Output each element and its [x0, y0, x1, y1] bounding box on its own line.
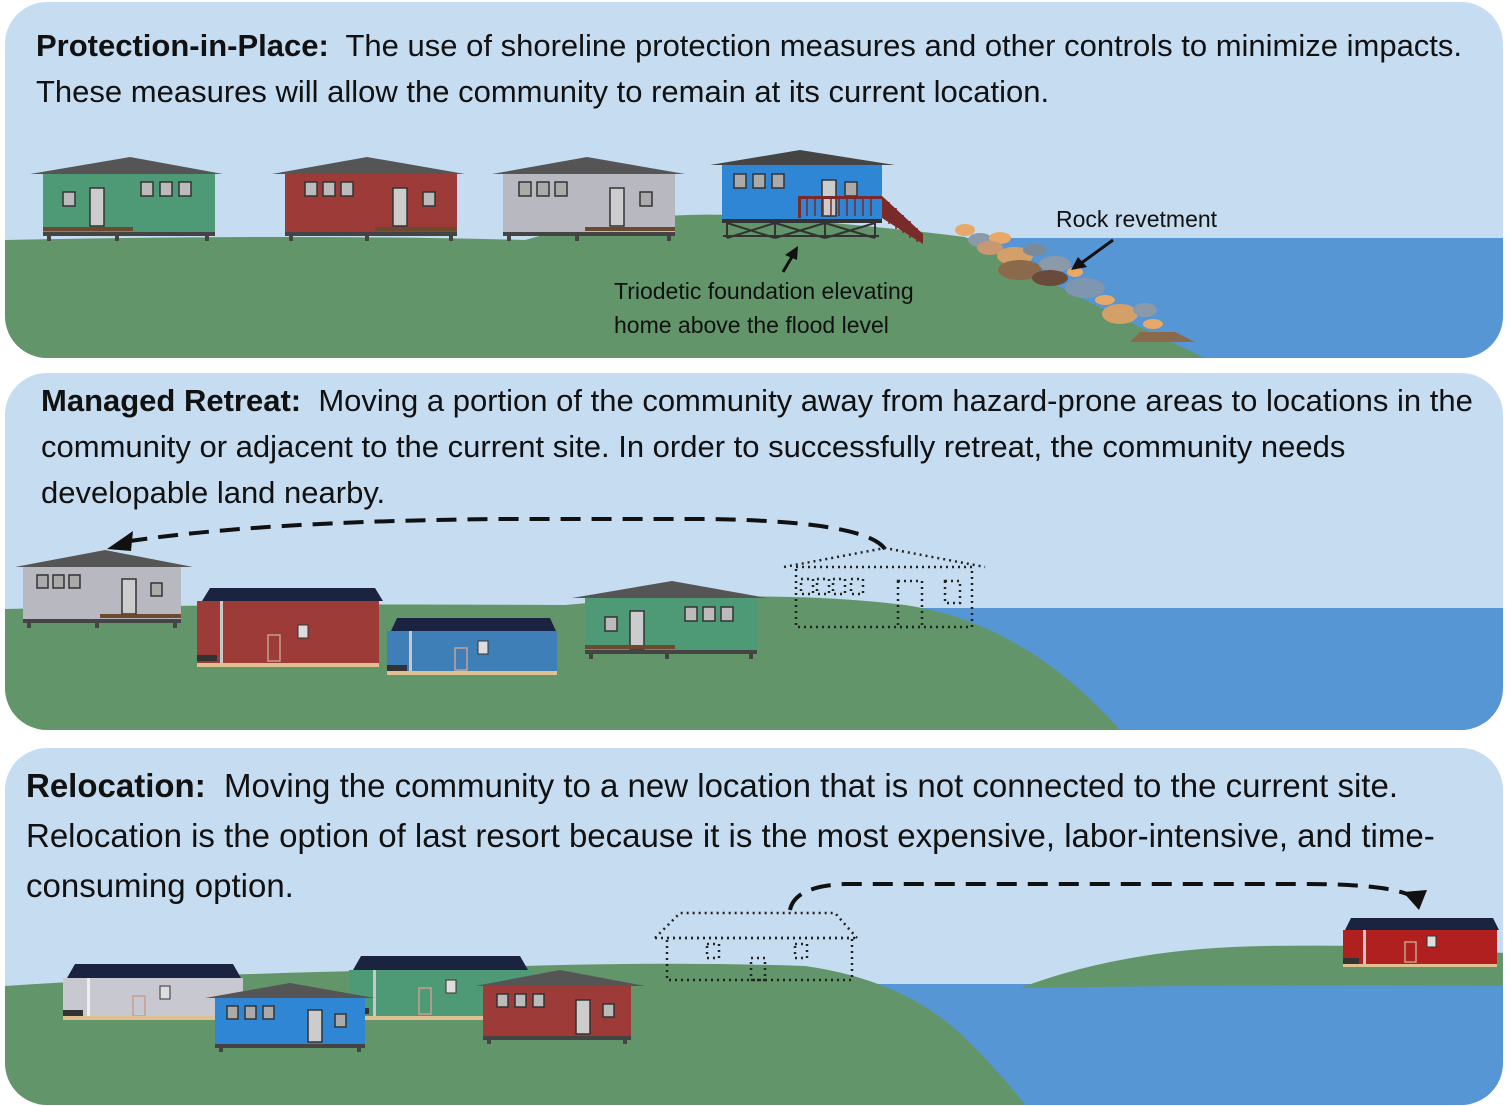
relocation-arrowhead — [1403, 890, 1427, 910]
former-house-outline — [654, 911, 858, 982]
managed-retreat-panel: Managed Retreat: Moving a portion of the… — [5, 373, 1503, 730]
revetment-label: Rock revetment — [1056, 206, 1218, 232]
foundation-label: Triodetic foundation elevating home abov… — [614, 274, 914, 342]
house-red — [272, 157, 465, 241]
house-red-modular — [197, 588, 383, 667]
panel-heading: Relocation: — [26, 767, 206, 804]
retreat-arrow — [116, 517, 887, 551]
panel-description: Relocation: Moving the community to a ne… — [26, 761, 1481, 911]
panel-heading: Managed Retreat: — [41, 383, 302, 418]
panel-body: Moving a portion of the community away f… — [41, 383, 1473, 510]
panel-body: Moving the community to a new location t… — [26, 767, 1435, 904]
rock-revetment — [955, 224, 1195, 342]
house-blue — [205, 983, 375, 1052]
land — [5, 214, 1205, 358]
panel-description: Managed Retreat: Moving a portion of the… — [41, 378, 1496, 516]
arrow-foundation — [781, 246, 798, 273]
panel-body: The use of shoreline protection measures… — [36, 28, 1463, 109]
relocation-arrow — [788, 882, 1417, 911]
house-green — [30, 157, 223, 241]
relocation-scene — [5, 882, 1503, 1105]
foundation-label-line1: Triodetic foundation elevating — [614, 278, 914, 304]
house-gray-relocated — [15, 550, 193, 628]
foundation-label-line2: home above the flood level — [614, 312, 889, 338]
house-blue-modular — [387, 618, 557, 675]
panel-heading: Protection-in-Place: — [36, 28, 329, 63]
panel-description: Protection-in-Place: The use of shorelin… — [36, 23, 1491, 115]
relocation-panel: Relocation: Moving the community to a ne… — [5, 748, 1503, 1105]
house-green — [572, 581, 767, 659]
retreat-arrowhead — [107, 531, 133, 551]
house-gray-modular — [63, 964, 243, 1020]
arrow-revetment — [1071, 238, 1114, 270]
managed-retreat-scene — [5, 517, 1503, 730]
house-gray — [492, 157, 685, 241]
protection-scene — [5, 150, 1503, 358]
house-blue-elevated — [710, 150, 923, 244]
protection-in-place-panel: Protection-in-Place: The use of shorelin… — [5, 2, 1503, 358]
house-red — [475, 970, 645, 1044]
house-red-relocated — [1343, 918, 1499, 967]
former-house-outline — [783, 546, 986, 629]
